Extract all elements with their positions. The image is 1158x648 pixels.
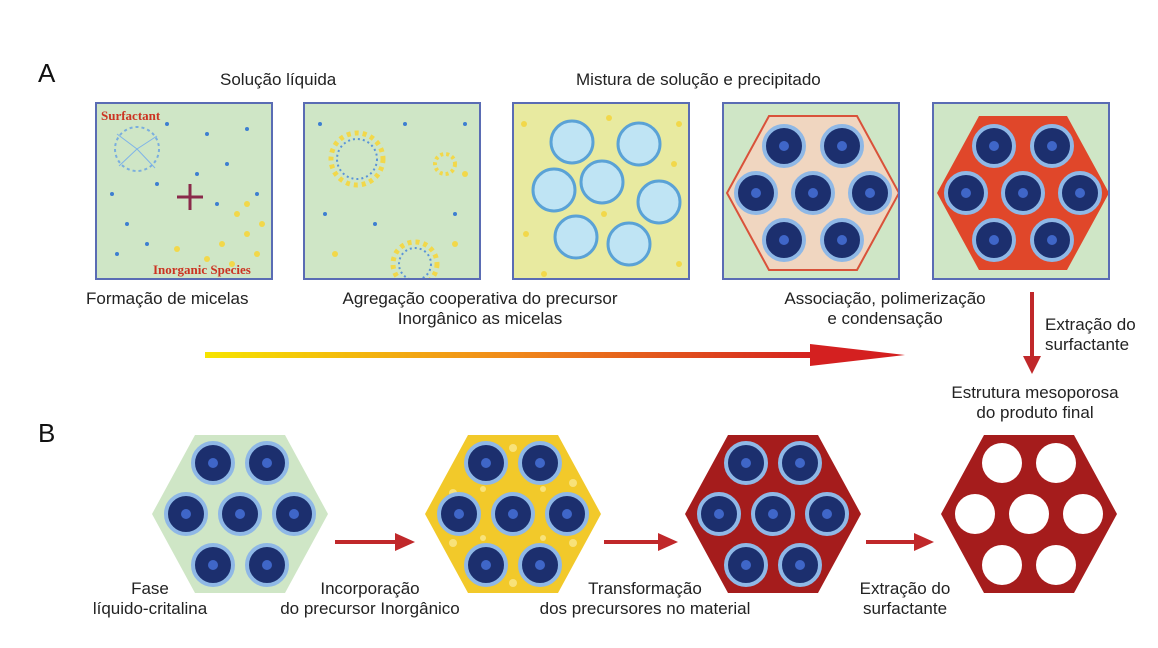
caption-b-phase-1: Fase <box>131 579 169 598</box>
arrow-b-1 <box>335 533 415 551</box>
section-b-letter: B <box>38 418 56 448</box>
caption-association-2: e condensação <box>827 309 943 328</box>
arrow-b-2 <box>604 533 678 551</box>
section-a-letter: A <box>38 58 56 88</box>
process-gradient-arrow <box>205 344 905 366</box>
hexagon-mesoporous-product <box>939 433 1119 595</box>
caption-b-incorporation-1: Incorporação <box>320 579 420 598</box>
caption-cooperative-aggregation-1: Agregação cooperativa do precursor <box>342 289 618 308</box>
caption-micelle-formation: Formação de micelas <box>86 289 249 308</box>
extraction-label-2: surfactante <box>1045 335 1130 354</box>
inorganic-species-label: Inorganic Species <box>153 262 251 277</box>
extraction-down-arrow <box>1023 292 1041 374</box>
caption-b-transformation-2: dos precursores no material <box>539 599 751 618</box>
header-solution-precipitate: Mistura de solução e precipitado <box>576 70 821 89</box>
panel-micelle-aggregation <box>512 102 690 280</box>
final-structure-label-2: do produto final <box>976 403 1094 422</box>
caption-b-extraction-2: surfactante <box>862 599 948 618</box>
panel-cooperative-aggregation <box>303 102 481 280</box>
panel-condensation <box>932 102 1110 280</box>
extraction-label-1: Extração do <box>1045 315 1136 334</box>
hexagon-liquid-crystal-phase <box>150 433 330 595</box>
caption-association-1: Associação, polimerização <box>784 289 986 308</box>
caption-b-extraction-1: Extração do <box>859 579 951 598</box>
caption-b-incorporation-2: do precursor Inorgânico <box>280 599 460 618</box>
panel-association <box>722 102 900 280</box>
panel-surfactant-solution: Surfactant Inorganic Species <box>95 102 273 280</box>
hexagon-precursor-transformation <box>683 433 863 595</box>
caption-cooperative-aggregation-2: Inorgânico as micelas <box>397 309 563 328</box>
caption-b-phase-2: líquido-critalina <box>92 599 208 618</box>
caption-b-transformation-1: Transformação <box>588 579 702 598</box>
hexagon-precursor-incorporation <box>423 433 603 595</box>
header-liquid-solution: Solução líquida <box>220 70 337 89</box>
final-structure-label-1: Estrutura mesoporosa <box>951 383 1119 402</box>
surfactant-label: Surfactant <box>101 108 161 123</box>
arrow-b-3 <box>866 533 934 551</box>
